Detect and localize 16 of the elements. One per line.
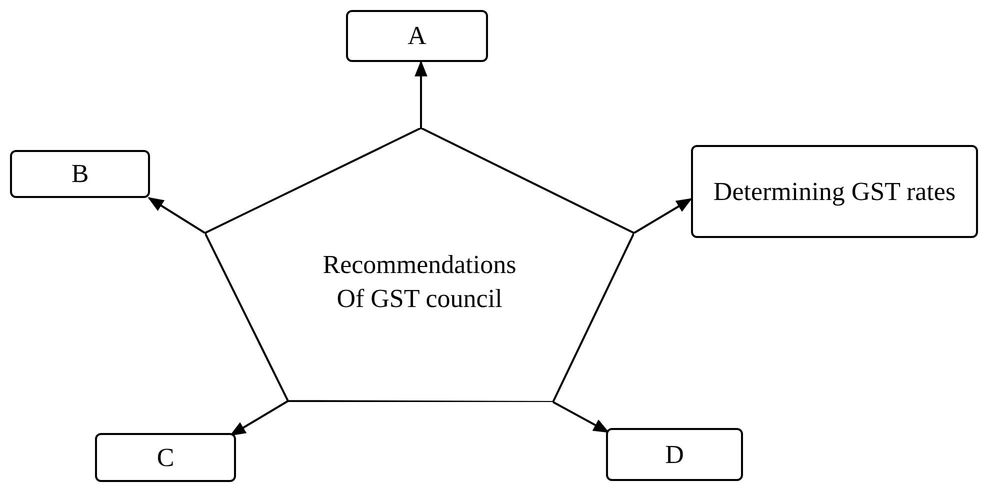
arrow	[230, 400, 289, 436]
arrow	[633, 198, 692, 234]
rounded-box	[346, 10, 488, 62]
arrow	[552, 401, 610, 433]
rounded-box	[606, 428, 743, 481]
box-label: A	[408, 20, 426, 52]
box-label: C	[156, 442, 174, 474]
arrow	[414, 60, 428, 128]
box-label: D	[665, 438, 684, 470]
box-label: B	[71, 158, 89, 190]
rounded-box	[95, 433, 236, 482]
rounded-box	[691, 145, 978, 238]
arrow	[148, 197, 206, 234]
center-text: Recommendations Of GST council	[322, 249, 518, 315]
box-label: Determining GST rates	[713, 176, 956, 208]
rounded-box	[10, 150, 150, 198]
